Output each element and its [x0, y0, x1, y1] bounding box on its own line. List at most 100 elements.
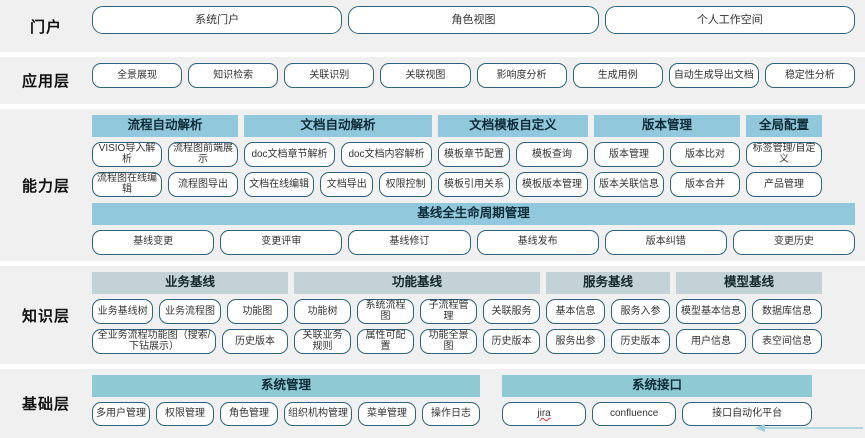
cap-visio-import-parse[interactable]: VISIO导入解析 — [92, 141, 162, 167]
base-role-manage[interactable]: 角色管理 — [220, 401, 278, 426]
jira-label: jira — [537, 408, 551, 420]
cap-tag-manage-custom[interactable]: 标签管理/自定义 — [746, 141, 822, 167]
group-row: 模板章节配置 模板查询 — [438, 141, 588, 167]
group-row: 全业务流程功能图（搜索/下钻展示） 历史版本 — [92, 328, 288, 354]
kn-user-info[interactable]: 用户信息 — [676, 328, 746, 354]
capability-group-doc-template: 文档模板自定义 模板章节配置 模板查询 模板引用关系 模板版本管理 — [438, 115, 588, 197]
group-row: jira confluence 接口自动化平台 — [502, 401, 812, 426]
group-header-model-baseline: 模型基线 — [676, 272, 822, 294]
kn-attribute-configurable[interactable]: 属性可配置 — [357, 328, 414, 354]
base-multi-user-manage[interactable]: 多用户管理 — [92, 401, 150, 426]
kn-business-flowchart[interactable]: 业务流程图 — [159, 298, 221, 324]
cap-version-manage[interactable]: 版本管理 — [594, 141, 664, 167]
cap-flowchart-online-edit[interactable]: 流程图在线编辑 — [92, 171, 162, 197]
base-permission-manage[interactable]: 权限管理 — [156, 401, 214, 426]
kn-subprocess-manage[interactable]: 子流程管理 — [420, 298, 477, 324]
base-confluence-integration[interactable]: confluence — [592, 401, 677, 426]
base-menu-manage[interactable]: 菜单管理 — [358, 401, 416, 426]
app-item-stability-analysis[interactable]: 稳定性分析 — [764, 63, 855, 88]
cap-version-relation-info[interactable]: 版本关联信息 — [594, 171, 664, 197]
baseline-change[interactable]: 基线变更 — [92, 229, 215, 255]
base-operation-log[interactable]: 操作日志 — [422, 401, 480, 426]
layer-label-application: 应用层 — [0, 57, 92, 104]
kn-service-output-param[interactable]: 服务出参 — [546, 328, 605, 354]
cap-flowchart-frontend-display[interactable]: 流程图前端展示 — [168, 141, 238, 167]
cap-doc-chapter-parse[interactable]: doc文档章节解析 — [244, 141, 335, 167]
layer-label-foundation: 基础层 — [0, 369, 92, 438]
group-row: 功能树 系统流程图 子流程管理 关联服务 — [294, 298, 540, 324]
kn-system-flowchart[interactable]: 系统流程图 — [357, 298, 414, 324]
layer-portal: 门户 系统门户 角色视图 个人工作空间 — [0, 0, 865, 52]
app-item-panorama[interactable]: 全景展现 — [92, 63, 183, 88]
cap-template-query[interactable]: 模板查询 — [516, 141, 588, 167]
application-item-row: 全景展现 知识检索 关联识别 关联视图 影响度分析 生成用例 自动生成导出文档 … — [92, 63, 855, 88]
app-item-relation-view[interactable]: 关联视图 — [380, 63, 471, 88]
kn-history-version-function[interactable]: 历史版本 — [483, 328, 540, 354]
kn-function-diagram[interactable]: 功能图 — [226, 298, 288, 324]
capability-group-doc-parse: 文档自动解析 doc文档章节解析 doc文档内容解析 文档在线编辑 文档导出 权… — [244, 115, 433, 197]
cap-doc-export[interactable]: 文档导出 — [320, 171, 374, 197]
cap-version-merge[interactable]: 版本合并 — [670, 171, 740, 197]
portal-item-role-view[interactable]: 角色视图 — [348, 6, 599, 34]
kn-related-business-rule[interactable]: 关联业务规则 — [294, 328, 351, 354]
kn-model-basic-info[interactable]: 模型基本信息 — [676, 298, 746, 324]
kn-database-info[interactable]: 数据库信息 — [752, 298, 822, 324]
kn-tablespace-info[interactable]: 表空间信息 — [752, 328, 822, 354]
cap-version-compare[interactable]: 版本比对 — [670, 141, 740, 167]
group-row: 业务基线树 业务流程图 功能图 — [92, 298, 288, 324]
capability-group-global-config: 全局配置 标签管理/自定义 产品管理 — [746, 115, 822, 197]
group-row: 产品管理 — [746, 171, 822, 197]
app-item-relation-identify[interactable]: 关联识别 — [284, 63, 375, 88]
baseline-change-review[interactable]: 变更评审 — [220, 229, 343, 255]
baseline-lifecycle-row: 基线变更 变更评审 基线修订 基线发布 版本纠错 变更历史 — [92, 229, 856, 255]
portal-item-system-portal[interactable]: 系统门户 — [92, 6, 343, 34]
cap-permission-control[interactable]: 权限控制 — [379, 171, 433, 197]
layer-body-foundation: 系统管理 多用户管理 权限管理 角色管理 组织机构管理 菜单管理 操作日志 系统… — [92, 369, 865, 438]
knowledge-group-service-baseline: 服务基线 基本信息 服务入参 服务出参 历史版本 — [546, 272, 670, 354]
cap-doc-online-edit[interactable]: 文档在线编辑 — [244, 171, 315, 197]
group-row: 版本管理 版本比对 — [594, 141, 740, 167]
cap-template-version-manage[interactable]: 模板版本管理 — [516, 171, 588, 197]
kn-service-input-param[interactable]: 服务入参 — [611, 298, 670, 324]
cap-product-manage[interactable]: 产品管理 — [746, 171, 822, 197]
knowledge-group-function-baseline: 功能基线 功能树 系统流程图 子流程管理 关联服务 关联业务规则 属性可配置 功… — [294, 272, 540, 354]
app-item-knowledge-search[interactable]: 知识检索 — [188, 63, 279, 88]
group-header-baseline-lifecycle: 基线全生命周期管理 — [92, 202, 855, 225]
layer-label-knowledge: 知识层 — [0, 266, 92, 364]
group-header-doc-parse: 文档自动解析 — [244, 115, 432, 137]
layer-body-capability: 流程自动解析 VISIO导入解析 流程图前端展示 流程图在线编辑 流程图导出 文… — [92, 109, 865, 261]
baseline-change-history[interactable]: 变更历史 — [732, 229, 856, 255]
group-row: 模型基本信息 数据库信息 — [676, 298, 822, 324]
baseline-publish[interactable]: 基线发布 — [476, 229, 599, 255]
group-row: 版本关联信息 版本合并 — [594, 171, 740, 197]
group-row: 关联业务规则 属性可配置 功能全景图 历史版本 — [294, 328, 540, 354]
app-item-generate-usecase[interactable]: 生成用例 — [572, 63, 663, 88]
group-row: VISIO导入解析 流程图前端展示 — [92, 141, 238, 167]
base-api-automation-platform[interactable]: 接口自动化平台 — [682, 401, 812, 426]
app-item-auto-export-doc[interactable]: 自动生成导出文档 — [668, 63, 759, 88]
base-jira-integration[interactable]: jira — [502, 401, 587, 426]
cap-flowchart-export[interactable]: 流程图导出 — [168, 171, 238, 197]
kn-history-version-service[interactable]: 历史版本 — [611, 328, 670, 354]
base-org-structure-manage[interactable]: 组织机构管理 — [284, 401, 352, 426]
baseline-revision[interactable]: 基线修订 — [348, 229, 471, 255]
baseline-version-correction[interactable]: 版本纠错 — [604, 229, 727, 255]
group-row: 标签管理/自定义 — [746, 141, 822, 167]
cap-template-chapter-config[interactable]: 模板章节配置 — [438, 141, 510, 167]
kn-all-business-process-function-diagram[interactable]: 全业务流程功能图（搜索/下钻展示） — [92, 328, 216, 354]
kn-business-baseline-tree[interactable]: 业务基线树 — [92, 298, 154, 324]
kn-related-service[interactable]: 关联服务 — [483, 298, 540, 324]
app-item-impact-analysis[interactable]: 影响度分析 — [476, 63, 567, 88]
kn-history-version-business[interactable]: 历史版本 — [222, 328, 288, 354]
group-row: 多用户管理 权限管理 角色管理 组织机构管理 菜单管理 操作日志 — [92, 401, 480, 426]
kn-service-basic-info[interactable]: 基本信息 — [546, 298, 605, 324]
kn-function-panorama[interactable]: 功能全景图 — [420, 328, 477, 354]
portal-item-personal-workspace[interactable]: 个人工作空间 — [604, 6, 855, 34]
cap-doc-content-parse[interactable]: doc文档内容解析 — [341, 141, 432, 167]
cap-template-reference-relation[interactable]: 模板引用关系 — [438, 171, 510, 197]
kn-function-tree[interactable]: 功能树 — [294, 298, 351, 324]
layer-foundation: 基础层 系统管理 多用户管理 权限管理 角色管理 组织机构管理 菜单管理 操作日… — [0, 369, 865, 438]
layer-body-portal: 系统门户 角色视图 个人工作空间 — [92, 0, 865, 52]
group-row: 流程图在线编辑 流程图导出 — [92, 171, 238, 197]
